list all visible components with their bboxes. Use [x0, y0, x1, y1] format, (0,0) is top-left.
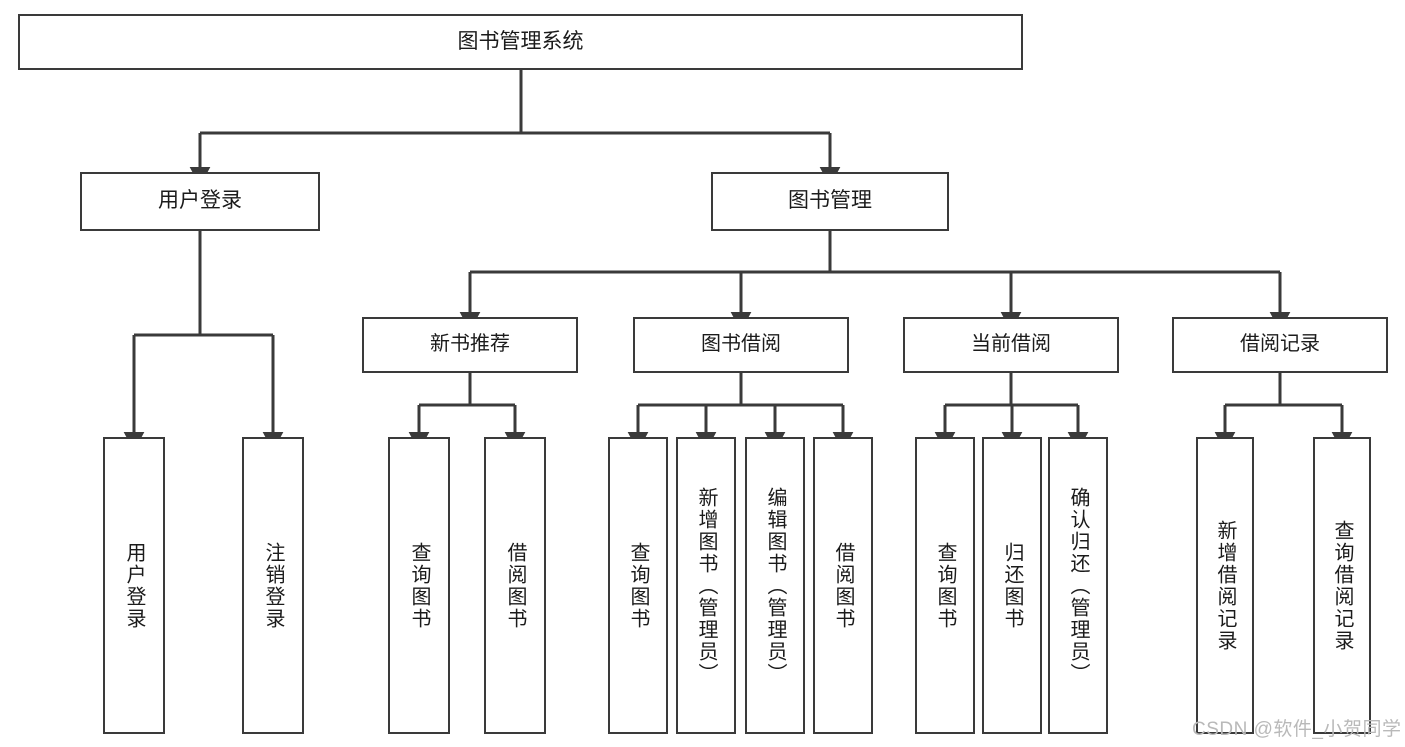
- node-label: 用户登录: [123, 541, 145, 630]
- node-label: 注销登录: [262, 541, 284, 630]
- node-leaf-borrow-add-book[interactable]: 新增图书（管理员）: [676, 437, 736, 734]
- node-book-manage[interactable]: 图书管理: [711, 172, 949, 231]
- node-leaf-cur-query-book[interactable]: 查询图书: [915, 437, 975, 734]
- node-label: 归还图书: [1001, 541, 1023, 630]
- node-leaf-rec-query-record[interactable]: 查询借阅记录: [1313, 437, 1371, 734]
- node-label: 借阅图书: [832, 541, 854, 630]
- node-label: 查询借阅记录: [1331, 519, 1353, 652]
- node-user-login[interactable]: 用户登录: [80, 172, 320, 231]
- node-leaf-rec-borrow-book[interactable]: 借阅图书: [484, 437, 546, 734]
- node-leaf-rec-query-book[interactable]: 查询图书: [388, 437, 450, 734]
- csdn-watermark: CSDN @软件_小贺同学: [1192, 719, 1402, 740]
- node-label: 确认归还（管理员）: [1067, 486, 1089, 685]
- node-leaf-cur-confirm-return[interactable]: 确认归还（管理员）: [1048, 437, 1108, 734]
- node-leaf-user-login[interactable]: 用户登录: [103, 437, 165, 734]
- node-current-borrow[interactable]: 当前借阅: [903, 317, 1119, 373]
- node-leaf-rec-add-record[interactable]: 新增借阅记录: [1196, 437, 1254, 734]
- node-label: 图书管理系统: [457, 29, 584, 53]
- node-root[interactable]: 图书管理系统: [18, 14, 1023, 70]
- node-label: 查询图书: [408, 541, 430, 630]
- node-label: 查询图书: [627, 541, 649, 630]
- node-label: 借阅记录: [1240, 333, 1320, 356]
- node-leaf-cur-return-book[interactable]: 归还图书: [982, 437, 1042, 734]
- node-label: 新增借阅记录: [1214, 519, 1236, 652]
- node-leaf-borrow-query-book[interactable]: 查询图书: [608, 437, 668, 734]
- node-label: 编辑图书（管理员）: [764, 486, 786, 685]
- node-label: 用户登录: [158, 189, 242, 213]
- node-label: 借阅图书: [504, 541, 526, 630]
- node-leaf-borrow-borrow-book[interactable]: 借阅图书: [813, 437, 873, 734]
- node-label: 图书借阅: [701, 333, 781, 356]
- node-label: 新增图书（管理员）: [695, 486, 717, 685]
- node-label: 图书管理: [788, 189, 872, 213]
- node-new-book-rec[interactable]: 新书推荐: [362, 317, 578, 373]
- node-label: 当前借阅: [971, 333, 1051, 356]
- node-book-borrow[interactable]: 图书借阅: [633, 317, 849, 373]
- node-leaf-user-logout[interactable]: 注销登录: [242, 437, 304, 734]
- node-leaf-borrow-edit-book[interactable]: 编辑图书（管理员）: [745, 437, 805, 734]
- node-borrow-record[interactable]: 借阅记录: [1172, 317, 1388, 373]
- node-label: 新书推荐: [430, 333, 510, 356]
- node-label: 查询图书: [934, 541, 956, 630]
